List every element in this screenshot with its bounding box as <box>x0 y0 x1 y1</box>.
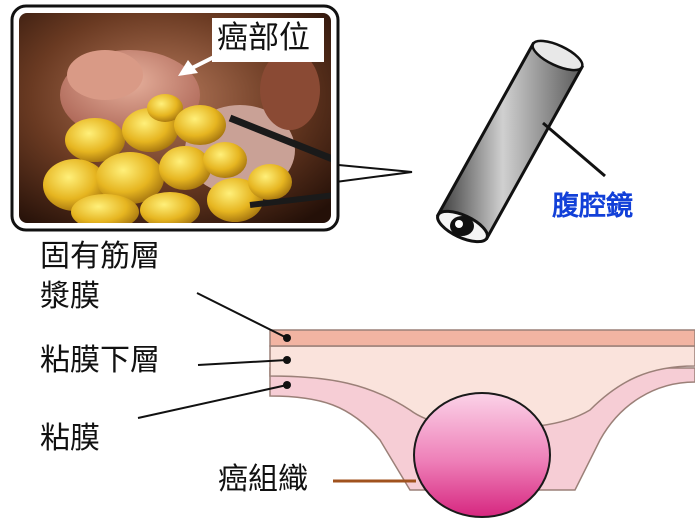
serosa-leader <box>197 293 287 338</box>
muscularis-label: 固有筋層 <box>40 242 160 272</box>
mucosa-label: 粘膜 <box>40 424 100 454</box>
tumor <box>414 393 550 517</box>
callout-pointer <box>328 164 412 183</box>
laparoscope-leader <box>543 123 605 176</box>
laparoscope-label: 腹腔鏡 <box>552 193 633 220</box>
cancer-tissue-label: 癌組織 <box>218 465 308 495</box>
submucosa-label: 粘膜下層 <box>40 346 160 376</box>
cancer-site-label: 癌部位 <box>217 23 310 54</box>
serosa-label: 漿膜 <box>40 282 100 312</box>
serosa-layer <box>270 330 695 346</box>
mucosa-leader <box>138 385 287 418</box>
